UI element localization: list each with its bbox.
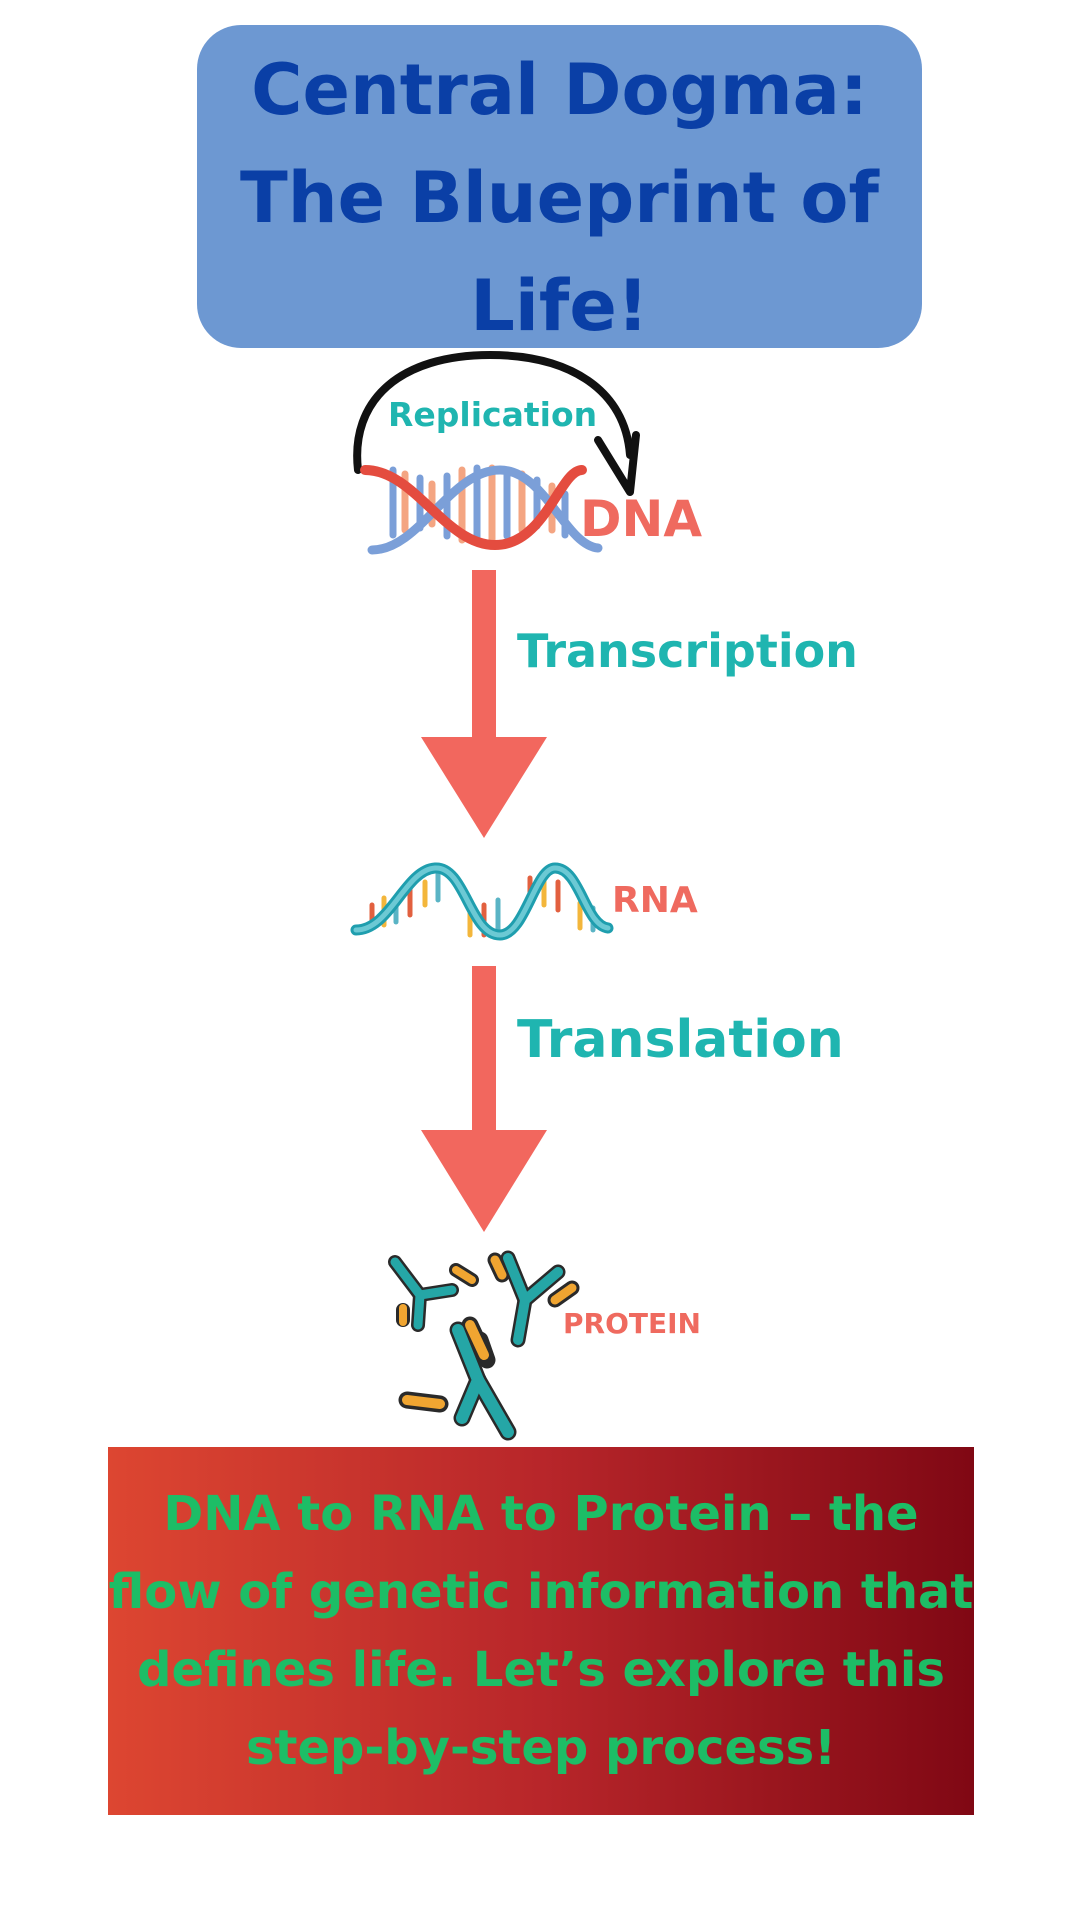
summary-banner: DNA to RNA to Protein – the flow of gene…	[108, 1447, 974, 1815]
transcription-label: Transcription	[517, 624, 858, 678]
page-title: Central Dogma: The Blueprint of Life!	[240, 48, 879, 347]
protein-label: PROTEIN	[563, 1307, 701, 1340]
rna-label: RNA	[612, 880, 698, 921]
dna-label: DNA	[580, 490, 703, 548]
replication-label: Replication	[388, 395, 598, 434]
protein-antibody-icon	[388, 1250, 580, 1441]
translation-label: Translation	[517, 1010, 844, 1070]
replication-arc-arrow-icon	[353, 350, 640, 496]
rna-strand-icon	[350, 862, 614, 941]
title-banner: Central Dogma: The Blueprint of Life!	[197, 25, 922, 348]
summary-text: DNA to RNA to Protein – the flow of gene…	[108, 1486, 974, 1776]
down-arrow-icon	[421, 570, 547, 838]
dna-helix-icon	[360, 464, 603, 555]
down-arrow-icon	[421, 966, 547, 1232]
